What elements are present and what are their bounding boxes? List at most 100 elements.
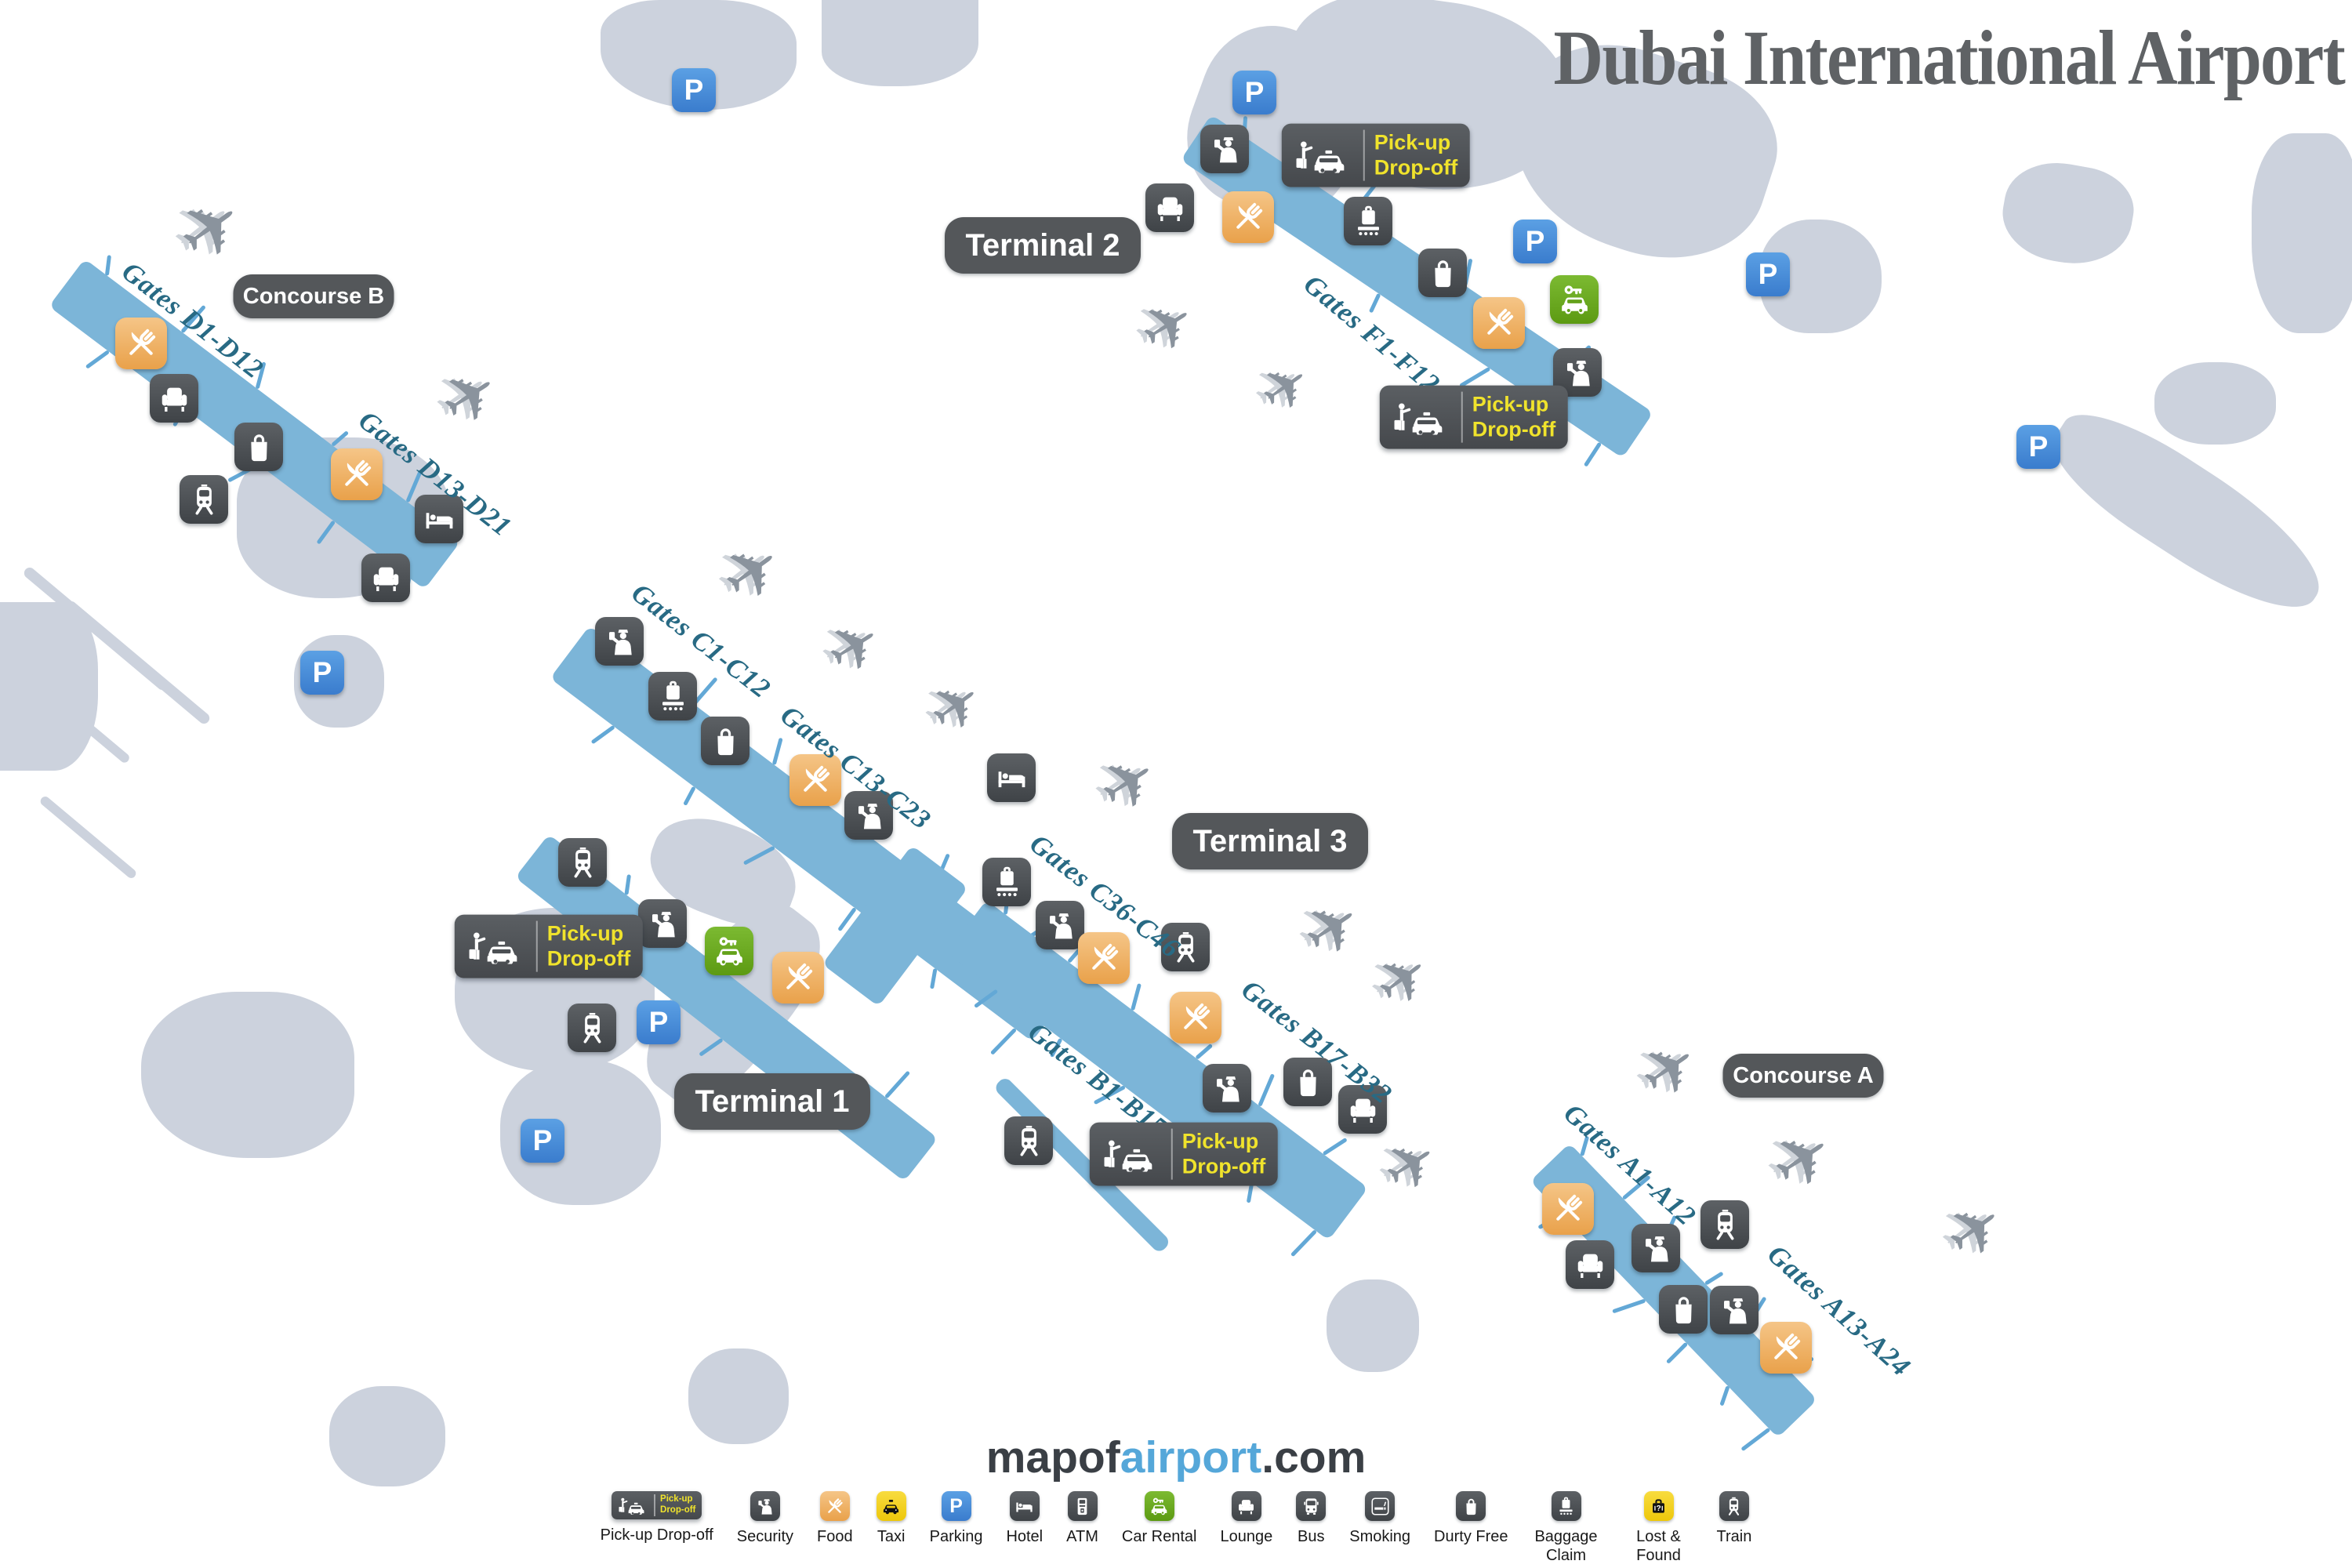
duty-free-icon bbox=[1418, 249, 1467, 297]
legend-item-hotel: Hotel bbox=[1006, 1491, 1043, 1546]
legend-label: Taxi bbox=[877, 1528, 906, 1545]
area-label-concourse-b: Concourse B bbox=[233, 274, 394, 318]
gate-branch bbox=[1665, 1341, 1689, 1365]
parking-letter: P bbox=[312, 656, 332, 688]
train-icon bbox=[1004, 1116, 1053, 1165]
legend-label: Pick-up Drop-off bbox=[600, 1526, 713, 1544]
gate-branch bbox=[624, 874, 631, 895]
legend-label: Durty Free bbox=[1434, 1528, 1508, 1545]
airplane-icon: ✈ bbox=[812, 602, 896, 692]
airplane-icon: ✈ bbox=[426, 350, 515, 445]
lounge-icon bbox=[1338, 1085, 1387, 1134]
legend-label: Food bbox=[817, 1528, 853, 1545]
atm-icon bbox=[1067, 1491, 1098, 1521]
duty-free-icon bbox=[1456, 1491, 1486, 1521]
legend-label: Hotel bbox=[1006, 1528, 1044, 1545]
gate-branch bbox=[1704, 1271, 1724, 1286]
security-icon bbox=[1632, 1224, 1680, 1272]
area-label-terminal-1: Terminal 1 bbox=[674, 1073, 870, 1130]
food-icon bbox=[331, 448, 383, 500]
lost-found-icon bbox=[1643, 1491, 1674, 1521]
smoking-icon bbox=[1365, 1491, 1396, 1521]
footer-part-2: airport bbox=[1120, 1432, 1262, 1483]
lounge-icon bbox=[1566, 1240, 1614, 1289]
page-title: Dubai International Airport bbox=[1553, 14, 2345, 101]
food-icon bbox=[772, 952, 824, 1004]
car-rental-icon bbox=[705, 927, 753, 975]
train-icon bbox=[1700, 1200, 1749, 1249]
footer-part-3: .com bbox=[1261, 1432, 1367, 1483]
footer-link[interactable]: mapofairport.com bbox=[986, 1432, 1367, 1483]
legend-label: Parking bbox=[929, 1528, 983, 1545]
legend-item-car-rental: Car Rental bbox=[1121, 1491, 1197, 1546]
area-label-concourse-a: Concourse A bbox=[1722, 1054, 1884, 1098]
security-icon bbox=[1036, 901, 1084, 949]
airplane-icon: ✈ bbox=[161, 176, 263, 283]
legend-item-duty-free: Durty Free bbox=[1434, 1491, 1508, 1546]
parking-letter: P bbox=[532, 1124, 553, 1156]
hotel-icon bbox=[987, 753, 1036, 802]
area-label-terminal-3: Terminal 3 bbox=[1172, 813, 1368, 869]
train-icon bbox=[1719, 1491, 1749, 1521]
airplane-icon: ✈ bbox=[1246, 346, 1326, 430]
building-shape bbox=[822, 0, 978, 86]
legend-label: Smoking bbox=[1349, 1528, 1411, 1545]
lounge-icon bbox=[361, 554, 410, 602]
road-shape bbox=[38, 794, 138, 880]
legend-item-parking: P Parking bbox=[929, 1491, 983, 1546]
parking-letter: P bbox=[684, 74, 704, 106]
legend-label: Bus bbox=[1298, 1528, 1325, 1545]
train-icon bbox=[568, 1004, 616, 1052]
parking-letter: P bbox=[949, 1494, 963, 1517]
gate-branch bbox=[683, 786, 696, 806]
security-icon bbox=[1710, 1286, 1759, 1334]
security-icon bbox=[1200, 125, 1249, 173]
gate-branch bbox=[1368, 292, 1381, 314]
parking-icon: P bbox=[672, 68, 716, 112]
gate-branch bbox=[1719, 1385, 1730, 1406]
airplane-icon: ✈ bbox=[1359, 935, 1446, 1025]
airplane-icon: ✈ bbox=[1930, 1183, 2021, 1279]
baggage-claim-icon bbox=[982, 858, 1031, 906]
legend-item-food: Food bbox=[817, 1491, 853, 1546]
gate-branch bbox=[1258, 1073, 1276, 1107]
legend-label: Car Rental bbox=[1121, 1528, 1197, 1545]
food-icon bbox=[1760, 1322, 1812, 1374]
gate-branch bbox=[884, 1070, 911, 1099]
airplane-icon: ✈ bbox=[1126, 281, 1210, 372]
train-icon bbox=[1161, 923, 1210, 971]
parking-letter: P bbox=[2028, 430, 2049, 463]
legend-item-lost-found: Lost & Found bbox=[1624, 1491, 1693, 1565]
food-icon bbox=[819, 1491, 850, 1521]
parking-icon: P bbox=[1513, 220, 1557, 263]
gate-branch bbox=[1322, 1137, 1348, 1156]
parking-icon: P bbox=[300, 651, 344, 695]
baggage-claim-icon bbox=[1551, 1491, 1581, 1521]
parking-icon: P bbox=[1232, 71, 1276, 114]
legend-item-taxi: Taxi bbox=[876, 1491, 906, 1546]
parking-letter: P bbox=[648, 1006, 669, 1038]
hotel-icon bbox=[1009, 1491, 1040, 1521]
gate-branch bbox=[1583, 441, 1602, 467]
gate-branch bbox=[1290, 1229, 1317, 1258]
airplane-icon: ✈ bbox=[1369, 1120, 1454, 1210]
legend-label: Security bbox=[736, 1528, 794, 1545]
airplane-icon: ✈ bbox=[915, 663, 998, 751]
building-shape bbox=[1615, 67, 1744, 184]
area-label-terminal-2: Terminal 2 bbox=[945, 217, 1141, 274]
car-rental-icon bbox=[1144, 1491, 1174, 1521]
legend-label: Train bbox=[1716, 1528, 1752, 1545]
parking-icon: P bbox=[941, 1491, 971, 1521]
train-icon bbox=[180, 475, 228, 524]
parking-icon: P bbox=[2016, 425, 2060, 469]
airplane-icon: ✈ bbox=[1084, 736, 1174, 832]
legend-item-baggage-claim: Baggage Claim bbox=[1532, 1491, 1601, 1565]
food-icon bbox=[1078, 932, 1130, 984]
gate-branch bbox=[104, 255, 112, 276]
car-rental-icon bbox=[1550, 275, 1599, 324]
food-icon bbox=[1222, 191, 1274, 243]
